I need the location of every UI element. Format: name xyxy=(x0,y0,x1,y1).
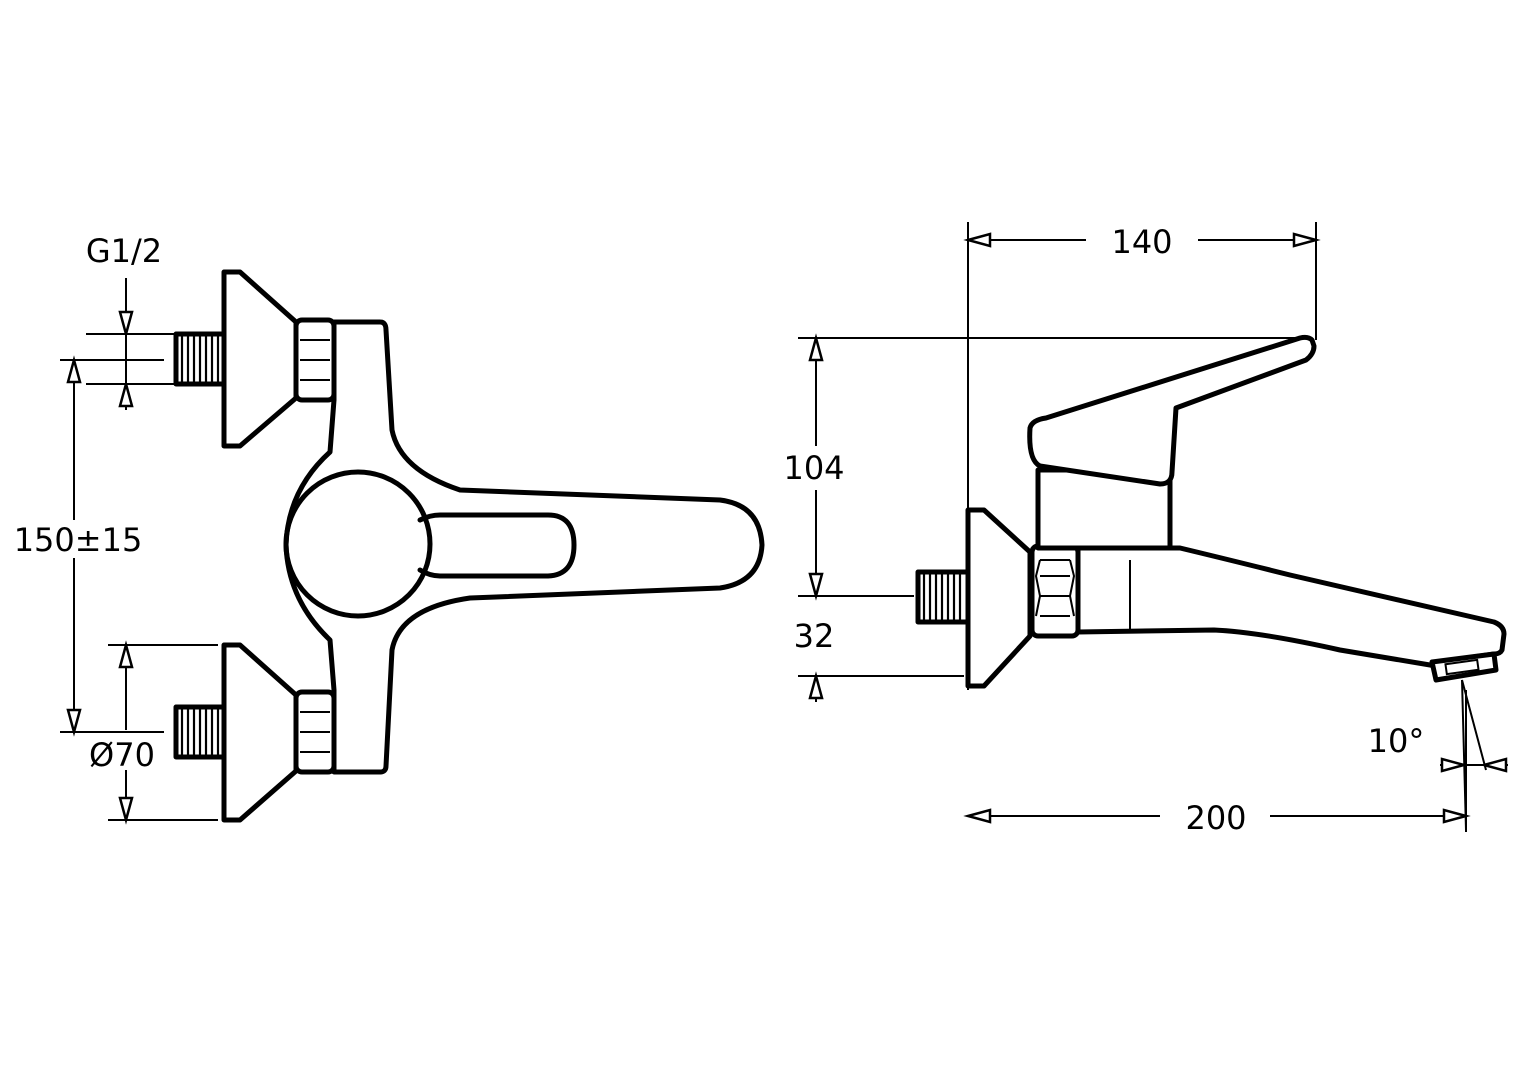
lower-nut xyxy=(293,689,337,775)
lever-slot xyxy=(417,512,577,579)
side-body-spout xyxy=(1075,545,1507,669)
mixer-body xyxy=(283,319,765,775)
dim-angle-label: 10° xyxy=(1368,722,1425,760)
lever-hub xyxy=(283,469,433,619)
side-nut xyxy=(1029,543,1081,639)
side-flange xyxy=(965,507,1033,689)
upper-nut xyxy=(293,317,337,403)
side-view xyxy=(915,334,1507,689)
dim-height-label: 104 xyxy=(783,449,844,487)
dim-diameter-label: Ø70 xyxy=(89,736,155,774)
dim-spacing-label: 150±15 xyxy=(14,521,143,559)
side-dimensions: 140 104 32 10° 200 xyxy=(783,222,1508,837)
side-threaded-connector xyxy=(915,569,971,625)
aerator-mesh xyxy=(1444,658,1480,676)
side-lever xyxy=(1027,334,1317,487)
upper-threaded-connector xyxy=(173,331,227,387)
dim-depth-label: 140 xyxy=(1111,223,1172,261)
dim-projection-label: 200 xyxy=(1185,799,1246,837)
front-view xyxy=(173,269,765,823)
dim-thread-label: G1/2 xyxy=(86,232,162,270)
lower-threaded-connector xyxy=(173,704,227,760)
dim-outlet-label: 32 xyxy=(794,617,835,655)
lower-flange xyxy=(221,642,299,823)
upper-flange xyxy=(221,269,299,449)
front-dimensions: G1/2 150±15 Ø70 xyxy=(14,232,218,822)
